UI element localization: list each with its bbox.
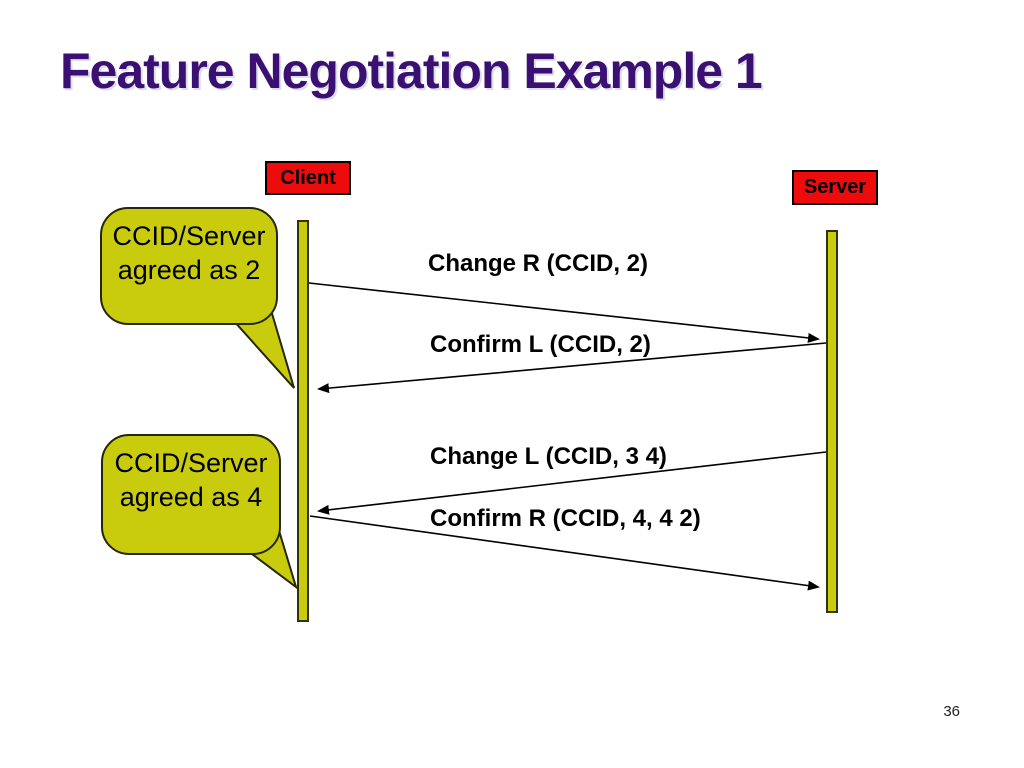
actor-label-server: Server [803,176,867,198]
message-arrow-confirm-r [309,515,820,591]
message-arrow-change-r [308,282,820,343]
message-label-confirm-r: Confirm R (CCID, 4, 4 2) [430,505,701,532]
actor-label-client: Client [280,166,336,189]
server-lifeline [826,230,838,613]
client-lifeline [297,220,309,622]
callout-text-line: CCID/Server [112,221,266,251]
message-arrow-change-l [317,451,827,515]
message-label-change-r: Change R (CCID, 2) [428,250,649,277]
slide-page-number: 36 [943,703,960,720]
callout-bubble-agreed-4: CCID/Server agreed as 4 [101,434,281,555]
message-arrow-confirm-l [317,342,827,394]
actor-box-client: Client [265,161,351,195]
message-label-confirm-l: Confirm L (CCID, 2) [430,331,651,358]
callout-text-line: CCID/Server [114,448,268,478]
page-title: Feature Negotiation Example 1 [60,43,763,99]
actor-box-server: Server [792,170,878,205]
message-label-change-l: Change L (CCID, 3 4) [430,443,667,470]
callout-text-line: agreed as 2 [117,255,261,285]
callout-bubble-agreed-2: CCID/Server agreed as 2 [100,207,278,325]
callout-text-line: agreed as 4 [119,482,263,512]
